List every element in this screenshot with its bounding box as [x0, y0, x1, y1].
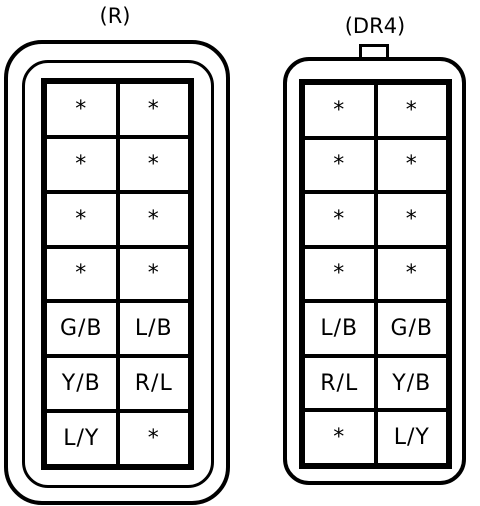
pin-cell: *	[45, 191, 118, 247]
pin-cell: *	[45, 136, 118, 192]
pin-cell: *	[117, 191, 190, 247]
pin-cell: G/B	[375, 301, 448, 356]
pin-cell: *	[117, 136, 190, 192]
pin-cell: *	[375, 246, 448, 302]
connector-r-label: (R)	[99, 4, 131, 28]
pin-cell: *	[375, 192, 448, 247]
pin-cell: *	[303, 192, 376, 247]
pin-cell: *	[45, 246, 118, 302]
connector-dr4-latch	[359, 44, 389, 60]
pin-cell: *	[303, 83, 376, 138]
pin-cell: L/B	[303, 301, 376, 356]
pin-cell: G/B	[45, 301, 118, 357]
pin-cell: L/Y	[375, 410, 448, 465]
pin-cell: *	[117, 82, 190, 137]
pin-cell: *	[375, 83, 448, 138]
pin-cell: R/L	[117, 356, 190, 412]
pin-cell: *	[303, 137, 376, 193]
pin-cell: *	[45, 82, 118, 137]
pin-cell: *	[303, 246, 376, 302]
pin-cell: *	[375, 137, 448, 193]
pin-cell: R/L	[303, 355, 376, 411]
pin-cell: Y/B	[45, 356, 118, 412]
pin-cell: L/Y	[45, 411, 118, 466]
pin-cell: *	[117, 411, 190, 466]
pin-cell: *	[117, 246, 190, 302]
connector-dr4-label: (DR4)	[344, 14, 406, 38]
pin-cell: L/B	[117, 301, 190, 357]
pin-cell: *	[303, 410, 376, 465]
pin-cell: Y/B	[375, 355, 448, 411]
